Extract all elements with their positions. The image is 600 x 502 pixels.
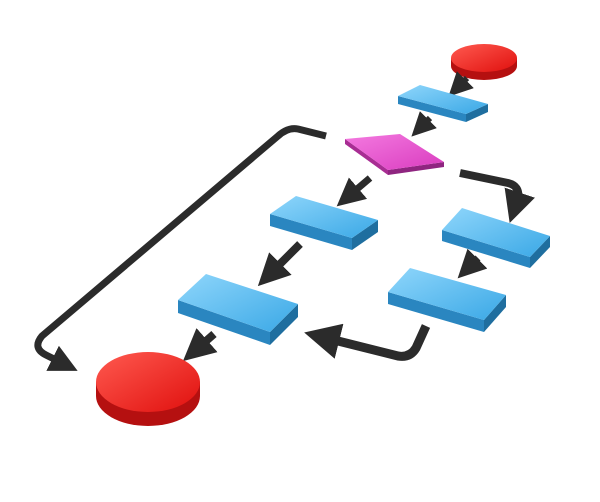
process-node-right-2 — [388, 268, 506, 332]
arrow-decision-to-left — [336, 175, 373, 207]
process-node-left-1 — [270, 196, 378, 250]
arrow-left1-to-left2 — [257, 241, 303, 287]
process-node-left-2 — [178, 274, 298, 345]
start-node — [451, 44, 517, 80]
end-node — [96, 352, 200, 426]
arrow-left2-to-end — [182, 328, 218, 362]
arrow-decision-to-right — [459, 169, 535, 223]
arrow-right1-to-right2 — [457, 248, 488, 279]
decision-node — [345, 134, 444, 175]
process-node-step-1 — [398, 85, 488, 122]
arrow-start-to-step1 — [448, 71, 474, 97]
arrow-right2-to-left2 — [304, 323, 431, 361]
process-node-right-1 — [442, 208, 550, 268]
loop-arrow — [34, 125, 327, 371]
arrow-step1-to-decision — [411, 111, 437, 137]
